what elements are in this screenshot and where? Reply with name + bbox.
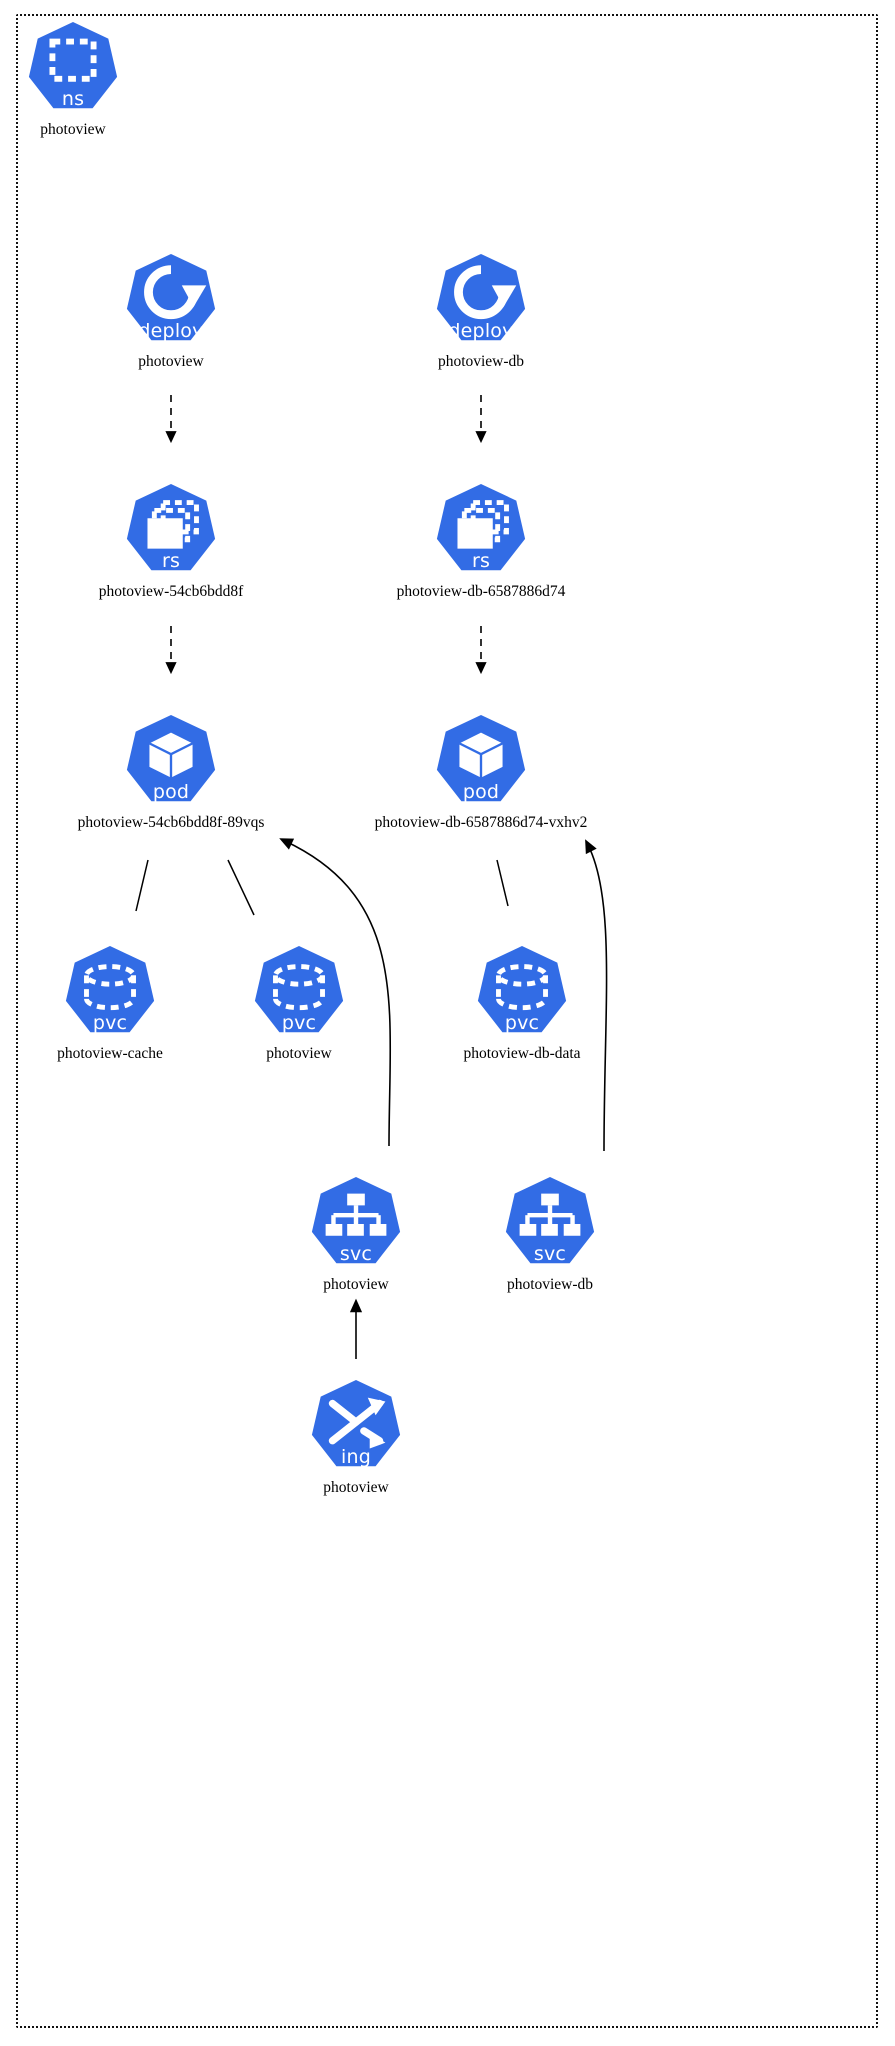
pvc-glyph-label: pvc: [504, 1012, 540, 1034]
deploy-glyph-label: deploy: [138, 320, 204, 342]
svc-glyph-label: svc: [533, 1243, 567, 1265]
ns-caption: photoview: [40, 121, 106, 138]
deploy-caption: photoview: [138, 353, 204, 370]
node-rs-photoview[interactable]: rs photoview-54cb6bdd8f: [99, 482, 243, 600]
svc-caption: photoview: [323, 1276, 389, 1293]
node-pod-photoview[interactable]: pod photoview-54cb6bdd8f-89vqs: [78, 713, 264, 831]
deploy-caption: photoview-db: [437, 353, 525, 370]
rs-glyph-label: rs: [471, 550, 491, 572]
replicaset-stacked-squares-icon: rs: [122, 482, 220, 580]
pvc-glyph-label: pvc: [92, 1012, 128, 1034]
node-ns-photoview[interactable]: ns photoview: [15, 20, 131, 138]
node-pod-photoview-db[interactable]: pod photoview-db-6587886d74-vxhv2: [375, 713, 587, 831]
pvc-dashed-cylinder-icon: pvc: [473, 944, 571, 1042]
deployment-rotate-arrow-icon: deploy: [432, 252, 530, 350]
deployment-rotate-arrow-icon: deploy: [122, 252, 220, 350]
node-deploy-photoview[interactable]: deploy photoview: [113, 252, 229, 370]
pvc-caption: photoview: [266, 1045, 332, 1062]
node-pvc-photoview[interactable]: pvc photoview: [241, 944, 357, 1062]
ns-glyph-label: ns: [61, 88, 85, 110]
deploy-glyph-label: deploy: [448, 320, 514, 342]
service-network-tree-icon: svc: [307, 1175, 405, 1273]
pod-caption: photoview-54cb6bdd8f-89vqs: [77, 814, 265, 831]
svc-glyph-label: svc: [339, 1243, 373, 1265]
node-ing-photoview[interactable]: ing photoview: [298, 1378, 414, 1496]
pod-cube-icon: pod: [432, 713, 530, 811]
replicaset-stacked-squares-icon: rs: [432, 482, 530, 580]
pod-glyph-label: pod: [152, 781, 190, 803]
pod-cube-icon: pod: [122, 713, 220, 811]
pvc-caption: photoview-db-data: [463, 1045, 581, 1062]
rs-glyph-label: rs: [161, 550, 181, 572]
pvc-caption: photoview-cache: [57, 1045, 163, 1062]
pvc-glyph-label: pvc: [281, 1012, 317, 1034]
node-rs-photoview-db[interactable]: rs photoview-db-6587886d74: [397, 482, 565, 600]
ing-caption: photoview: [323, 1479, 389, 1496]
ingress-shuffle-arrows-icon: ing: [307, 1378, 405, 1476]
pvc-dashed-cylinder-icon: pvc: [61, 944, 159, 1042]
ing-glyph-label: ing: [341, 1446, 371, 1468]
node-svc-photoview-db[interactable]: svc photoview-db: [492, 1175, 608, 1293]
rs-caption: photoview-54cb6bdd8f: [98, 583, 244, 600]
node-pvc-photoview-cache[interactable]: pvc photoview-cache: [52, 944, 168, 1062]
namespace-boundary: [16, 14, 878, 2028]
node-deploy-photoview-db[interactable]: deploy photoview-db: [423, 252, 539, 370]
pod-caption: photoview-db-6587886d74-vxhv2: [374, 814, 588, 831]
rs-caption: photoview-db-6587886d74: [396, 583, 566, 600]
node-pvc-photoview-db-data[interactable]: pvc photoview-db-data: [463, 944, 581, 1062]
node-svc-photoview[interactable]: svc photoview: [298, 1175, 414, 1293]
service-network-tree-icon: svc: [501, 1175, 599, 1273]
pvc-dashed-cylinder-icon: pvc: [250, 944, 348, 1042]
namespace-dashed-square-icon: ns: [24, 20, 122, 118]
pod-glyph-label: pod: [462, 781, 500, 803]
svc-caption: photoview-db: [506, 1276, 594, 1293]
